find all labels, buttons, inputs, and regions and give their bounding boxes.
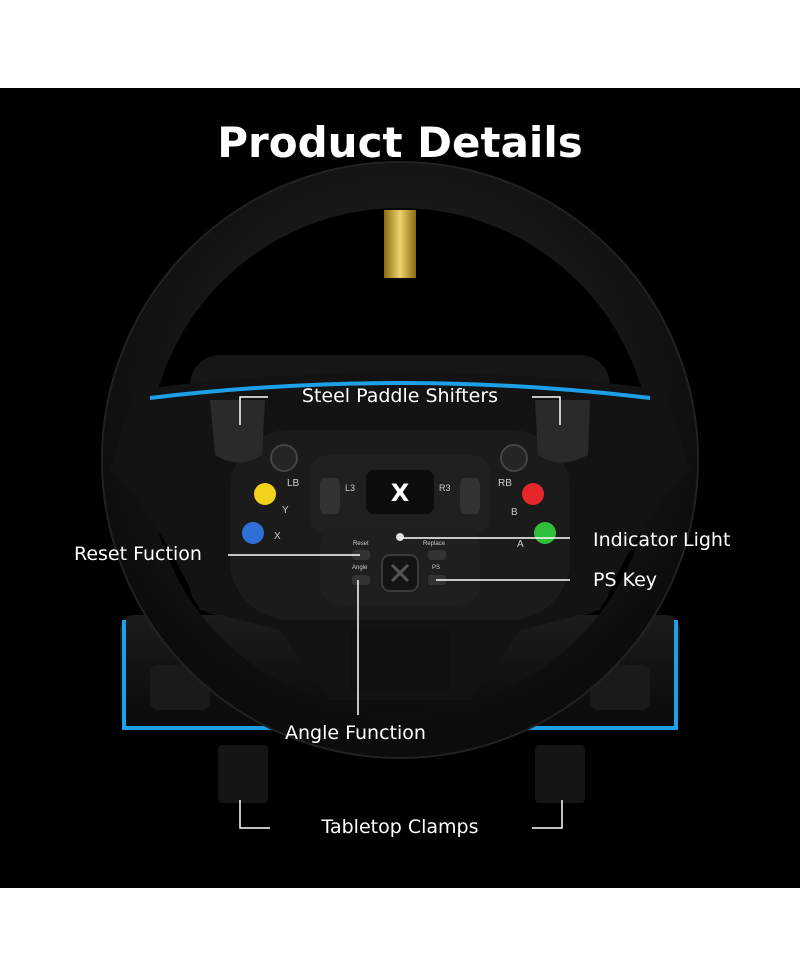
reset-button[interactable]	[352, 550, 370, 560]
reset-function-label: Reset Fuction	[74, 543, 202, 565]
brand-logo: X	[366, 470, 434, 514]
angle-function-label: Angle Function	[285, 722, 426, 744]
angle-button-label: Angle	[352, 565, 368, 571]
l3-label: L3	[345, 483, 356, 493]
a-label: A	[517, 539, 524, 550]
angle-button[interactable]	[352, 575, 370, 585]
replace-button[interactable]	[428, 550, 446, 560]
page-title: Product Details	[217, 118, 583, 167]
y-label: Y	[282, 505, 289, 516]
rb-top-button[interactable]	[500, 444, 528, 472]
wheel-hub	[110, 372, 690, 700]
left-rocker	[320, 478, 340, 514]
gold-center-stripe	[384, 210, 416, 278]
replace-button-label: Replace	[423, 541, 446, 547]
indicator-light-label: Indicator Light	[593, 529, 731, 551]
right-rocker	[460, 478, 480, 514]
tabletop-clamps-label: Tabletop Clamps	[321, 816, 479, 838]
svg-text:X: X	[391, 479, 410, 507]
lb-button[interactable]	[270, 444, 298, 472]
ps-key-label: PS Key	[593, 569, 658, 591]
right-paddle-shifter	[535, 400, 590, 463]
a-button[interactable]	[534, 522, 556, 544]
b-button[interactable]	[522, 483, 544, 505]
paddle-shifters-label: Steel Paddle Shifters	[301, 385, 499, 407]
x-button[interactable]	[242, 522, 264, 544]
rb-label: RB	[498, 478, 512, 489]
left-paddle-shifter	[210, 400, 265, 463]
tabletop-clamps	[218, 745, 585, 803]
b-label: B	[511, 507, 518, 518]
r3-label: R3	[439, 483, 451, 493]
x-label: X	[274, 531, 281, 542]
indicator-light	[396, 533, 404, 541]
reset-button-label: Reset	[353, 541, 369, 547]
lb-label: LB	[287, 478, 300, 489]
callout-lines	[228, 396, 570, 829]
y-button[interactable]	[254, 483, 276, 505]
ps-button-label: PS	[432, 565, 441, 571]
